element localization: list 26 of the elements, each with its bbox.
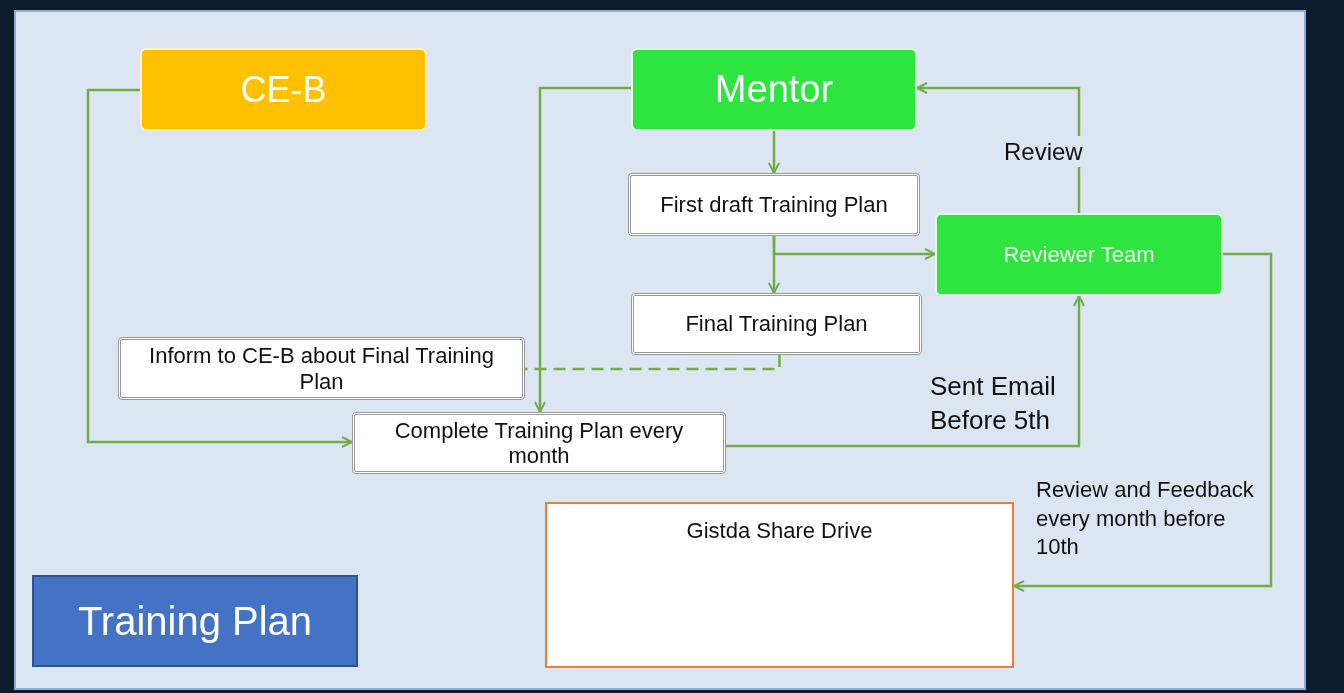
node-text: CE-B [240,68,327,111]
title-box [32,575,358,667]
arrow [1013,252,1273,592]
node-text: First draft Training Plan [660,191,888,218]
node-text: Final Training Plan [685,311,868,337]
node-text: Gistda Share Drive [686,518,873,544]
dashed-connector [525,355,781,371]
arrow [916,82,1081,213]
arrow [534,86,631,413]
node-text: Complete Training Plan every month [393,417,685,469]
role-box [140,48,427,131]
arrow [726,295,1085,448]
storage-box [545,502,1014,668]
node-text: Inform to CE-B about Final Training Plan [148,343,495,394]
node-text: Mentor [714,67,834,112]
arrow [772,236,936,260]
node-text: Training Plan [77,598,313,644]
arrow [86,88,353,448]
team-box [935,213,1223,296]
node-text: Reviewer Team [1003,241,1155,268]
process-box [631,293,922,355]
process-box [118,337,525,400]
role-box [631,48,917,131]
process-box [352,412,726,474]
arrow [768,131,780,174]
process-box [628,173,920,236]
